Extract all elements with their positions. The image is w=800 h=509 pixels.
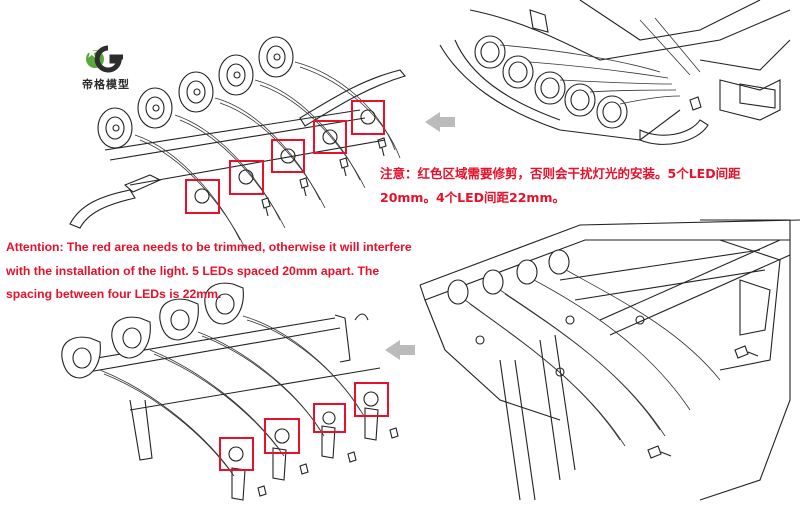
dg-logo-icon xyxy=(86,45,123,73)
lamp-housing-2 xyxy=(137,87,173,129)
trim-area-box xyxy=(229,160,264,195)
four-led-light-bar-assembly xyxy=(61,282,399,501)
english-note: Attention: The red area needs to be trim… xyxy=(6,236,466,307)
english-note-line: spacing between four LEDs is 22mm. xyxy=(6,287,222,301)
trim-area-box xyxy=(271,139,305,173)
trim-area-box xyxy=(354,382,389,417)
english-note-line: with the installation of the light. 5 LE… xyxy=(6,263,380,278)
direction-arrow xyxy=(385,340,415,360)
trim-area-box xyxy=(313,403,346,433)
trim-area-box xyxy=(264,418,300,454)
chinese-note-line: 注意：红色区域需要修剪，否则会干扰灯光的安装。5个LED间距 xyxy=(380,166,741,181)
trim-area-box xyxy=(185,179,220,214)
bumper-mounted-four-led xyxy=(419,219,800,501)
lamp-housing-4 xyxy=(218,54,254,96)
truck-front-mounted-five-led xyxy=(439,0,791,145)
english-note-line: Attention: The red area needs to be trim… xyxy=(6,240,412,254)
lamp-housing-3 xyxy=(178,71,214,113)
trim-area-box xyxy=(313,120,347,154)
chinese-note-line: 20mm。4个LED间距22mm。 xyxy=(380,190,565,205)
direction-arrow xyxy=(425,112,455,132)
lamp-housing-1 xyxy=(97,107,133,149)
trim-area-box xyxy=(219,437,254,471)
lamp-housing-5 xyxy=(258,36,294,78)
trim-area-box xyxy=(351,100,385,135)
chinese-note: 注意：红色区域需要修剪，否则会干扰灯光的安装。5个LED间距 20mm。4个LE… xyxy=(380,162,780,210)
five-led-light-bar-assembly xyxy=(69,36,406,249)
logo-text: 帝格模型 xyxy=(82,78,130,91)
